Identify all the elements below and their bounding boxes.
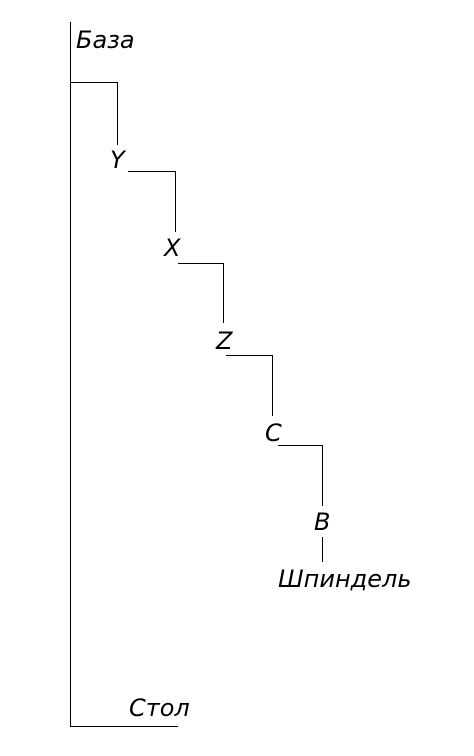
label-base: База <box>76 26 135 54</box>
label-spindle: Шпиндель <box>278 565 412 593</box>
label-axis-c: C <box>265 419 282 447</box>
label-table: Стол <box>129 694 190 722</box>
label-axis-b: B <box>314 508 330 536</box>
label-axis-y: Y <box>110 146 127 174</box>
label-axis-z: Z <box>215 327 233 355</box>
label-axis-x: X <box>162 234 181 262</box>
